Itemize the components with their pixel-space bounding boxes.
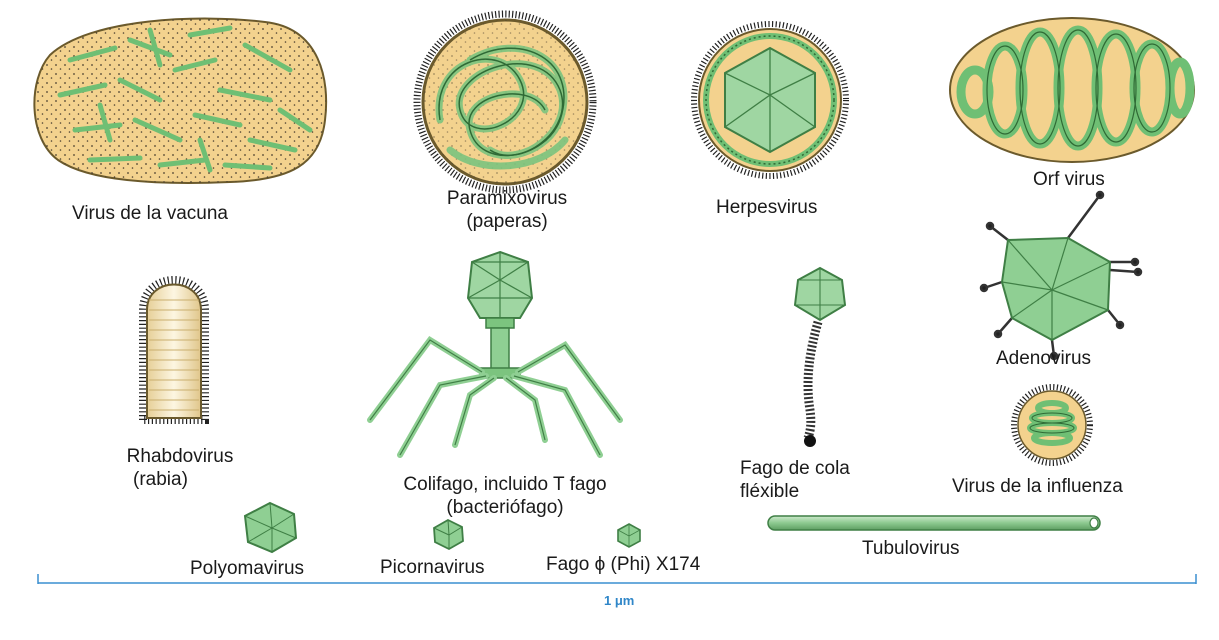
label-picornavirus: Picornavirus [380,556,485,579]
label-paramyxovirus: Paramixovirus (paperas) [412,187,602,233]
label-tubulovirus: Tubulovirus [862,537,960,560]
tubulovirus [768,516,1100,530]
label-rhabdovirus: Rhabdovirus (rabia) [105,445,255,491]
label-flexible-phage: Fago de cola fléxible [740,457,850,503]
label-paramyxovirus-line1: Paramixovirus [412,187,602,210]
label-adenovirus: Adenovirus [996,347,1091,370]
label-vaccinia: Virus de la vacuna [72,202,228,225]
polyomavirus [245,503,296,552]
flexible-tail-phage [795,268,845,447]
label-flexible-phage-line2: fléxible [740,480,850,503]
label-polyomavirus: Polyomavirus [190,557,304,580]
label-coliphage-line1: Colifago, incluido T fago [360,473,650,496]
label-coliphage: Colifago, incluido T fago (bacteriófago) [360,473,650,519]
adenovirus [981,192,1141,359]
orf-virus [950,18,1194,162]
coliphage [370,252,620,455]
scale-bar-label: 1 μm [604,593,634,608]
rhabdovirus [143,280,205,420]
label-orf-virus: Orf virus [1033,168,1105,191]
influenza-virus [1014,387,1090,463]
vaccinia-virus [34,19,326,183]
picornavirus [434,520,463,549]
label-influenza: Virus de la influenza [952,475,1123,498]
label-rhabdovirus-line2: (rabia) [105,468,255,491]
label-rhabdovirus-line1: Rhabdovirus [105,445,255,468]
label-flexible-phage-line1: Fago de cola [740,457,850,480]
paramyxovirus [417,14,593,190]
label-paramyxovirus-line2: (paperas) [412,210,602,233]
label-coliphage-line2: (bacteriófago) [360,496,650,519]
herpesvirus [694,24,846,176]
label-herpesvirus: Herpesvirus [716,196,817,219]
phi-x174-phage [618,524,640,547]
label-phi-x174: Fago ϕ (Phi) X174 [546,553,700,576]
